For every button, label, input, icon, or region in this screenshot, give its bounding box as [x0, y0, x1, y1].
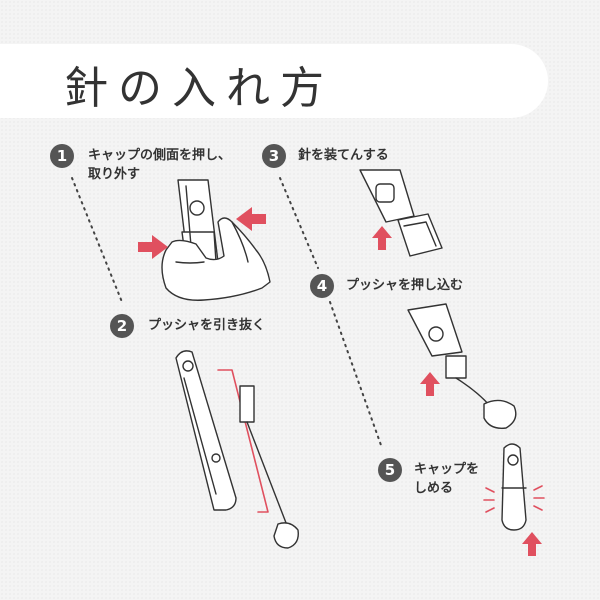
step-4-label: プッシャを押し込む — [346, 276, 463, 295]
needle-inner — [403, 221, 437, 247]
click-mark — [533, 485, 543, 491]
bracket — [217, 369, 269, 513]
pusher-end — [273, 522, 299, 549]
arrow-left-icon — [236, 207, 266, 231]
step-5-line-2: しめる — [414, 481, 454, 496]
arrow-up-icon-3 — [522, 532, 542, 556]
body-button-2 — [211, 453, 221, 463]
title-banner — [0, 44, 548, 118]
connector-1-2 — [71, 177, 123, 303]
front-slot — [375, 183, 395, 203]
thumb — [231, 221, 249, 263]
click-mark — [485, 507, 495, 513]
stapler-closed — [501, 443, 527, 531]
finger-line — [175, 261, 205, 264]
connector-4-5 — [329, 301, 383, 449]
arrow-right-icon — [138, 235, 168, 259]
page-title: 針の入れ方 — [64, 63, 334, 114]
cap-button — [189, 200, 205, 216]
step-4-line-1: プッシャを押し込む — [346, 278, 464, 293]
step4-illustration — [407, 303, 517, 429]
step-1-label: キャップの側面を押し、 取り外す — [88, 146, 231, 184]
pusher-head — [239, 385, 255, 423]
step-2-label: プッシャを引き抜く — [148, 316, 265, 335]
step3-illustration — [359, 169, 443, 257]
needle — [397, 213, 443, 257]
pusher-wire — [246, 421, 289, 529]
step-3-badge: 3 — [262, 144, 286, 168]
pusher-wire-4 — [455, 377, 491, 407]
click-mark — [533, 505, 543, 511]
step-3-label: 針を装てんする — [298, 146, 389, 165]
step1-arrows — [138, 207, 266, 259]
front-button-4 — [428, 326, 444, 342]
step5-illustration — [501, 443, 527, 531]
step-1-line-1: キャップの側面を押し、 — [88, 148, 232, 163]
hand — [161, 217, 271, 301]
pusher-end-4 — [483, 399, 517, 429]
stapler-body-open — [175, 350, 237, 511]
step-3-line-1: 針を装てんする — [298, 148, 389, 163]
dotted-connectors — [71, 177, 383, 449]
body-slot — [183, 377, 217, 495]
click-mark — [485, 487, 495, 493]
step-2-badge: 2 — [110, 314, 134, 338]
step2-illustration — [175, 350, 299, 549]
connector-3-4 — [279, 177, 319, 269]
click-marks — [483, 485, 545, 513]
step-5-label: キャップを しめる — [414, 460, 479, 498]
step-1-line-2: 取り外す — [88, 167, 141, 182]
step-2-line-1: プッシャを引き抜く — [148, 318, 266, 333]
arrow-up-icon — [372, 226, 392, 250]
closed-button — [507, 454, 519, 466]
pusher-block-4 — [445, 355, 467, 379]
step-1-badge: 1 — [50, 144, 74, 168]
step-5-badge: 5 — [378, 458, 402, 482]
step-4-badge: 4 — [310, 274, 334, 298]
arrow-up-icon-2 — [420, 372, 440, 396]
step-5-line-1: キャップを — [414, 462, 480, 477]
step1-illustration — [161, 179, 271, 301]
body-button — [182, 360, 194, 372]
